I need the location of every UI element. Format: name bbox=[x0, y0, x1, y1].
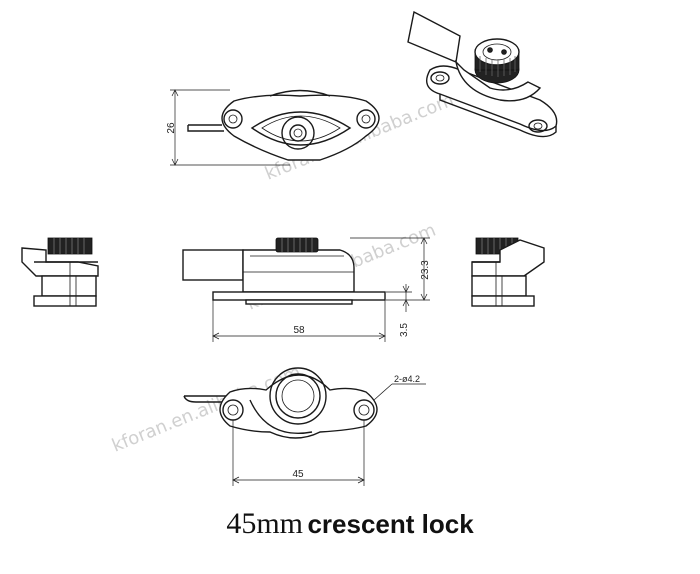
caption-size: 45mm bbox=[226, 507, 303, 540]
dim-spacing-45: 45 bbox=[292, 469, 304, 480]
dim-thickness-3-5: 3.5 bbox=[399, 323, 410, 337]
dim-length-58: 58 bbox=[293, 325, 305, 336]
dim-height-23-3: 23.3 bbox=[420, 260, 431, 280]
top-view: 26 bbox=[166, 89, 380, 166]
caption-name: crescent lock bbox=[307, 509, 474, 539]
product-caption: 45mm crescent lock bbox=[0, 507, 700, 541]
bottom-view: 2-ø4.2 45 bbox=[183, 367, 426, 486]
front-view: 23.3 3.5 58 bbox=[182, 237, 431, 342]
dim-height-26: 26 bbox=[166, 122, 177, 134]
left-end-view bbox=[21, 237, 99, 307]
right-end-view bbox=[471, 237, 545, 307]
isometric-view bbox=[407, 10, 558, 138]
hole-callout: 2-ø4.2 bbox=[394, 374, 420, 384]
